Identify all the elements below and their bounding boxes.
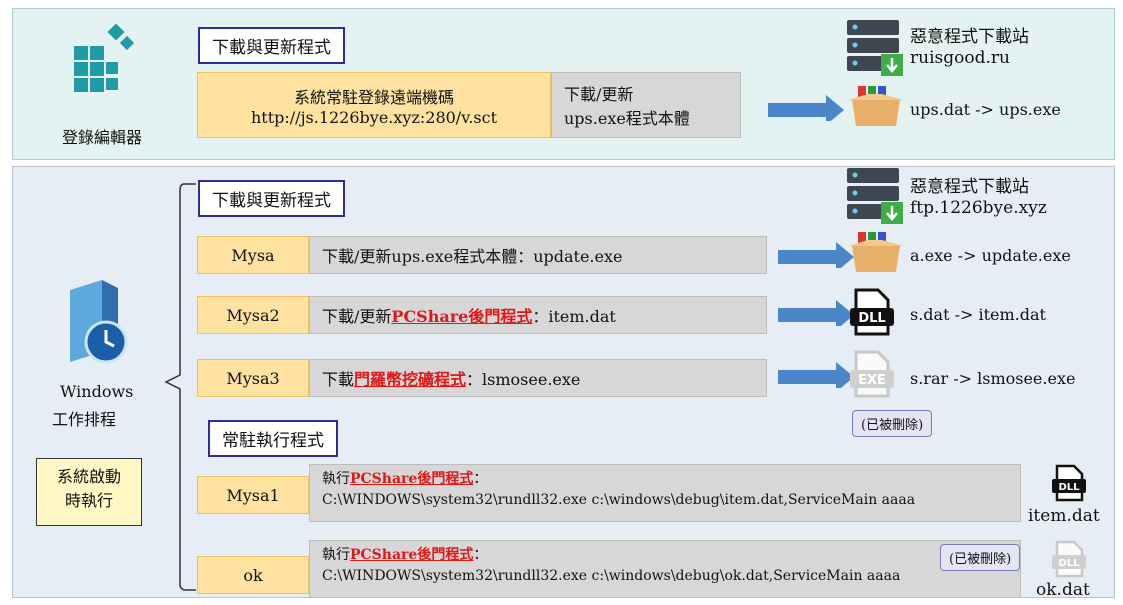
bottom-site-label: 惡意程式下載站 (910, 177, 1029, 197)
resident-section-title: 常駐執行程式 (208, 420, 338, 457)
mysa2-file-result: s.dat -> item.dat (910, 305, 1046, 324)
task-desc-pre: 下載 (322, 370, 355, 389)
download-update-box: 下載/更新 ups.exe程式本體 (551, 72, 741, 138)
startup-line1: 系統啟動 (56, 467, 121, 486)
task-name-ok: ok (197, 556, 309, 594)
bottom-site-domain: ftp.1226bye.xyz (910, 198, 1047, 218)
exec-command: C:\WINDOWS\system32\rundll32.exe c:\wind… (322, 492, 916, 508)
task-scheduler-label: 工作排程 (52, 410, 117, 429)
mysa-arrow-icon (778, 242, 854, 268)
dll-file-icon: DLL (850, 288, 894, 336)
exe-file-icon: EXE (850, 350, 894, 398)
task-desc-mysa1: 執行PCShare後門程式： C:\WINDOWS\system32\rundl… (309, 464, 1021, 522)
mysa3-arrow-icon (778, 362, 854, 388)
startup-box: 系統啟動 時執行 (36, 458, 142, 526)
exec-colon: ： (473, 547, 488, 563)
top-site-domain: ruisgood.ru (910, 48, 1010, 68)
dll-file-icon-3: DLL (1052, 540, 1086, 578)
task-desc-post: ：lsmosee.exe (466, 370, 581, 389)
download-line1: 下載/更新 (564, 85, 634, 104)
startup-line2: 時執行 (64, 491, 113, 510)
resident-line2: http://js.1226bye.xyz:280/v.sct (250, 107, 498, 127)
dll-icon-text: DLL (858, 311, 885, 326)
top-arrow-icon (768, 95, 844, 121)
exec-highlight: PCShare後門程式 (350, 471, 474, 487)
download-line2: ups.exe程式本體 (564, 109, 690, 128)
exec-prefix: 執行 (322, 547, 350, 563)
task-desc-highlight: 門羅幣挖礦程式 (354, 370, 467, 389)
bracket-line (164, 183, 196, 591)
task-desc-mysa: 下載/更新ups.exe程式本體：update.exe (309, 236, 767, 274)
resident-registry-box: 系統常駐登錄遠端機碼 http://js.1226bye.xyz:280/v.s… (197, 72, 551, 138)
task-desc-post: ：item.dat (532, 307, 616, 326)
exe-icon-text: EXE (858, 373, 886, 388)
package-box-icon-2 (848, 232, 904, 272)
task-desc-ok: 執行PCShare後門程式： C:\WINDOWS\system32\rundl… (309, 540, 1021, 598)
bottom-section-title: 下載與更新程式 (198, 180, 345, 217)
package-box-icon (848, 86, 904, 126)
item-dat-label: item.dat (1028, 506, 1100, 526)
exec-command: C:\WINDOWS\system32\rundll32.exe c:\wind… (322, 568, 901, 584)
task-desc-highlight: PCShare後門程式 (391, 307, 533, 326)
download-server-icon-2 (847, 168, 903, 224)
dll-icon-text: DLL (1058, 482, 1080, 493)
task-name-mysa: Mysa (197, 236, 309, 274)
mysa2-arrow-icon (778, 300, 854, 326)
download-server-icon (847, 20, 903, 76)
deleted-badge-1: (已被刪除) (852, 410, 933, 437)
registry-editor-label: 登錄編輯器 (62, 128, 143, 147)
exec-colon: ： (473, 471, 488, 487)
task-desc-mysa3: 下載門羅幣挖礦程式：lsmosee.exe (309, 359, 767, 397)
ok-dat-label: ok.dat (1036, 580, 1090, 600)
top-section-title: 下載與更新程式 (198, 27, 345, 64)
task-name-mysa1: Mysa1 (197, 476, 309, 514)
task-desc-pre: 下載/更新 (322, 307, 392, 326)
task-desc-text: 下載/更新ups.exe程式本體：update.exe (322, 247, 623, 266)
task-name-mysa3: Mysa3 (197, 359, 309, 397)
dll-file-icon-2: DLL (1052, 464, 1086, 502)
deleted-badge-2: (已被刪除) (940, 544, 1021, 571)
task-scheduler-icon (70, 280, 128, 364)
top-file-result: ups.dat -> ups.exe (910, 100, 1061, 119)
windows-label: Windows (60, 382, 134, 401)
exec-prefix: 執行 (322, 471, 350, 487)
top-site-label: 惡意程式下載站 (910, 27, 1029, 47)
exec-highlight: PCShare後門程式 (350, 547, 474, 563)
dll-icon-text: DLL (1058, 558, 1080, 569)
resident-line1: 系統常駐登錄遠端機碼 (293, 87, 454, 107)
task-name-mysa2: Mysa2 (197, 296, 309, 334)
registry-editor-icon (74, 24, 135, 92)
mysa3-file-result: s.rar -> lsmosee.exe (910, 369, 1076, 388)
mysa-file-result: a.exe -> update.exe (910, 246, 1071, 265)
